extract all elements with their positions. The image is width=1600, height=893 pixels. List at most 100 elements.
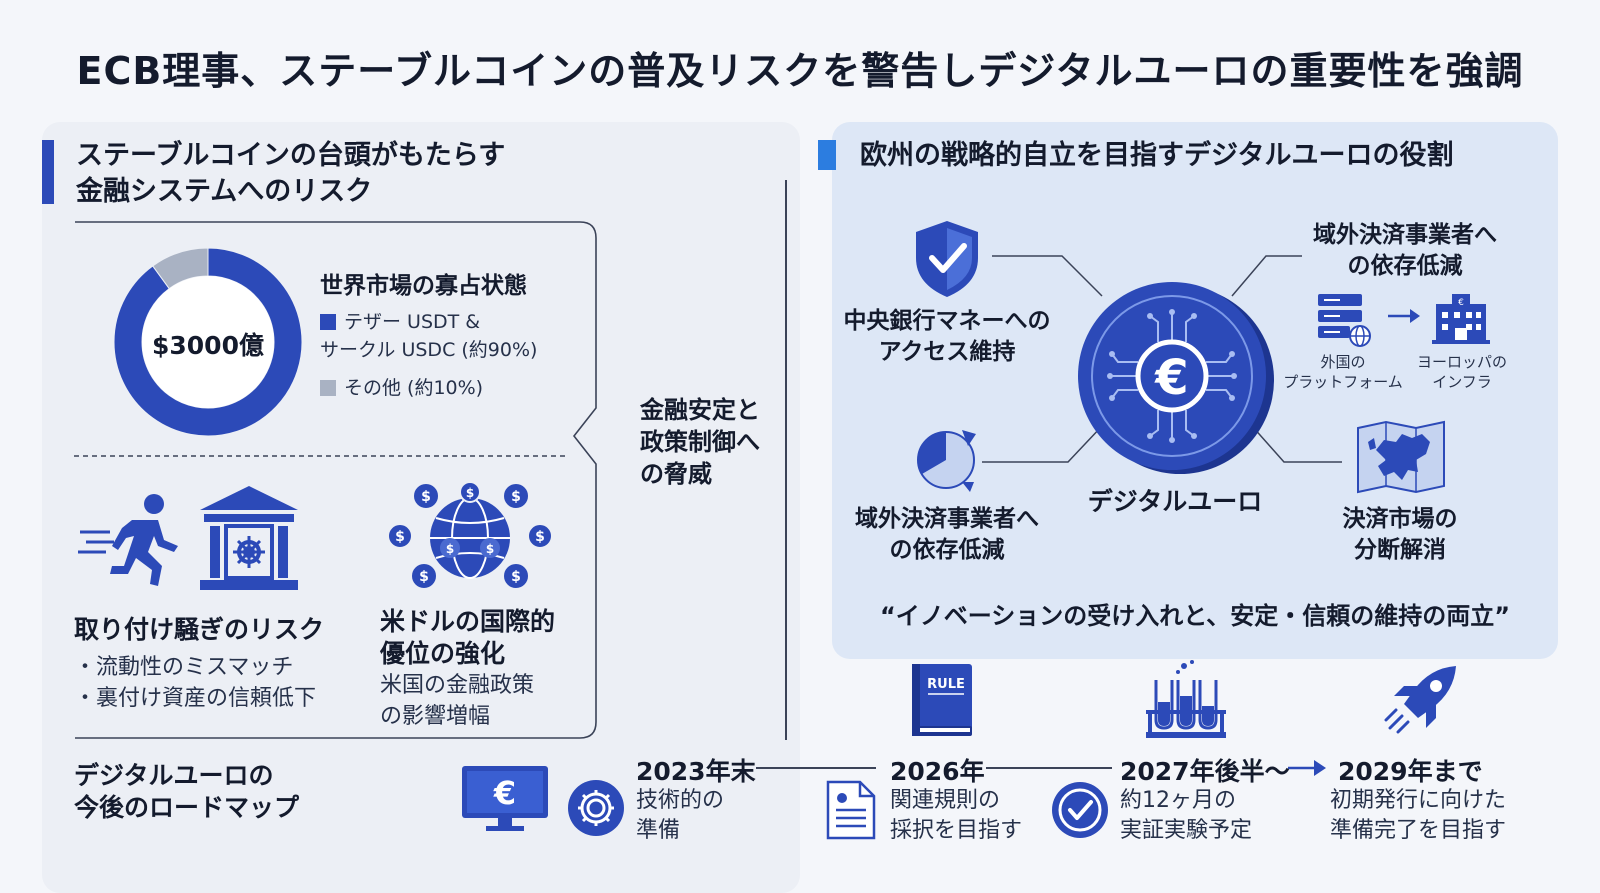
legend-label: その他 (約10%) xyxy=(344,377,484,399)
roadmap-desc: 約12ヶ月の 実証実験予定 xyxy=(1120,786,1252,846)
roadmap-desc-line: 採択を目指す xyxy=(890,818,1023,843)
legend-swatch-other xyxy=(320,380,336,396)
label-line: ヨーロッパの xyxy=(1416,353,1507,371)
roadmap-desc-line: 技術的の xyxy=(636,788,725,813)
roadmap-desc: 初期発行に向けた 準備完了を目指す xyxy=(1330,786,1506,846)
test-tubes-icon xyxy=(1146,660,1226,738)
legend-swatch-major xyxy=(320,314,336,330)
threat-label: 金融安定と 政策制御へ の脅威 xyxy=(640,394,760,490)
coin-label: デジタルユーロ xyxy=(1087,487,1263,516)
bankrun-title: 取り付け騒ぎのリスク xyxy=(74,615,325,644)
left-heading: ステーブルコインの台頭がもたらす 金融システムへのリスク xyxy=(76,138,505,210)
svg-text:€: € xyxy=(1154,350,1188,406)
dollar-desc-line: の影響増幅 xyxy=(380,704,491,729)
dollar-desc: 米国の金融政策 の影響増幅 xyxy=(380,670,534,732)
threat-line: 金融安定と xyxy=(640,396,760,424)
right-heading: 欧州の戦略的自立を目指すデジタルユーロの役割 xyxy=(860,140,1454,171)
monitor-euro-icon: € xyxy=(462,766,548,831)
europe-map-icon xyxy=(1357,420,1445,494)
svg-text:$: $ xyxy=(466,486,474,500)
roadmap-desc-line: 実証実験予定 xyxy=(1120,818,1253,843)
legend-item-other: その他 (約10%) xyxy=(320,374,483,402)
document-icon xyxy=(826,780,876,840)
bank-icon xyxy=(200,486,298,590)
node-line: 域外決済事業者へ xyxy=(855,506,1039,532)
roadmap-desc-line: 初期発行に向けた xyxy=(1330,788,1507,813)
node-dependency-reduction-right: 域外決済事業者へ の依存低減 xyxy=(1290,220,1520,282)
quote-text: “イノベーションの受け入れと、安定・信頼の維持の両立” xyxy=(879,602,1511,630)
bullet-item: ・流動性のミスマッチ xyxy=(74,655,294,680)
market-title: 世界市場の寡占状態 xyxy=(320,273,527,299)
foreign-platform-label: 外国の プラットフォーム xyxy=(1278,352,1408,392)
left-heading-line2: 金融システムへのリスク xyxy=(76,176,373,207)
label-line: プラットフォーム xyxy=(1283,373,1403,391)
rule-book-text: RULE xyxy=(927,677,965,692)
page-title: ECB理事、ステーブルコインの普及リスクを警告しデジタルユーロの重要性を強調 xyxy=(76,49,1524,93)
roadmap-year: 2023年末 xyxy=(636,757,756,786)
dollar-title-line: 米ドルの国際的 xyxy=(380,607,556,636)
svg-text:€: € xyxy=(493,774,516,812)
legend-label: サークル USDC (約90%) xyxy=(320,339,538,361)
svg-text:$: $ xyxy=(421,489,431,505)
svg-text:$: $ xyxy=(446,542,454,556)
roadmap-year: 2029年まで xyxy=(1338,757,1483,786)
node-dependency-reduction-left: 域外決済事業者へ の依存低減 xyxy=(832,504,1062,566)
arrow-right-icon xyxy=(1388,309,1420,323)
server-icon xyxy=(1318,294,1371,347)
node-line: の依存低減 xyxy=(889,537,1005,563)
threat-line: 政策制御へ xyxy=(640,428,760,456)
section-marker xyxy=(818,140,836,170)
roadmap-desc-line: 準備完了を目指す xyxy=(1330,818,1507,843)
shield-check-icon xyxy=(916,221,978,297)
coin-connectors xyxy=(982,255,1342,463)
globe-dollar-icon: $ $ $ $ $ $ $ $ $ xyxy=(387,481,553,590)
bankrun-bullets: ・流動性のミスマッチ ・裏付け資産の信頼低下 xyxy=(74,652,316,714)
roadmap-year: 2027年後半〜 xyxy=(1120,757,1290,786)
section-divider xyxy=(785,180,787,740)
label-line: インフラ xyxy=(1432,373,1492,391)
threat-line: の脅威 xyxy=(640,460,712,488)
node-line: 中央銀行マネーへの xyxy=(843,308,1051,334)
dollar-title-line: 優位の強化 xyxy=(380,639,506,668)
rule-book-icon: RULE xyxy=(912,664,972,736)
svg-text:$: $ xyxy=(419,569,429,585)
risk-bracket xyxy=(74,221,597,739)
roadmap-desc-line: 約12ヶ月の xyxy=(1120,788,1236,813)
roadmap-heading-line: デジタルユーロの xyxy=(74,761,274,790)
timeline-arrow-icon xyxy=(1288,760,1326,776)
node-line: 域外決済事業者へ xyxy=(1313,222,1497,248)
market-donut-chart xyxy=(113,247,303,437)
running-person-icon xyxy=(78,494,178,586)
roadmap-year: 2026年 xyxy=(890,757,985,786)
dollar-desc-line: 米国の金融政策 xyxy=(380,673,535,698)
node-central-bank-access: 中央銀行マネーへの アクセス維持 xyxy=(832,306,1062,368)
building-icon: € xyxy=(1432,294,1490,344)
roadmap-heading: デジタルユーロの 今後のロードマップ xyxy=(74,760,299,824)
roadmap-desc-line: 関連規則の xyxy=(890,788,1001,813)
node-market-fragmentation: 決済市場の 分断解消 xyxy=(1290,504,1510,566)
svg-text:€: € xyxy=(1458,298,1464,308)
roadmap-heading-line: 今後のロードマップ xyxy=(74,793,300,822)
left-heading-line1: ステーブルコインの台頭がもたらす xyxy=(76,140,506,171)
svg-text:$: $ xyxy=(511,489,521,505)
bullet-item: ・裏付け資産の信頼低下 xyxy=(74,686,317,711)
svg-text:$: $ xyxy=(486,542,494,556)
node-line: の依存低減 xyxy=(1347,253,1463,279)
digital-euro-coin-icon: € xyxy=(1078,282,1274,474)
roadmap-desc: 関連規則の 採択を目指す xyxy=(890,786,1022,846)
dollar-title: 米ドルの国際的 優位の強化 xyxy=(380,606,555,670)
gear-icon xyxy=(568,780,624,836)
svg-text:$: $ xyxy=(395,529,405,545)
legend-label: テザー USDT & xyxy=(344,311,481,333)
timeline-line xyxy=(756,767,876,769)
europe-infra-label: ヨーロッパの インフラ xyxy=(1400,352,1524,392)
donut-center-label: $3000億 xyxy=(152,331,264,360)
donut-hole xyxy=(142,276,274,408)
check-circle-icon xyxy=(1052,782,1108,838)
rocket-icon xyxy=(1384,666,1456,734)
node-line: 分断解消 xyxy=(1354,537,1446,563)
svg-text:$: $ xyxy=(535,529,545,545)
pie-cycle-icon xyxy=(917,430,976,492)
label-line: 外国の xyxy=(1320,353,1366,371)
timeline-line xyxy=(986,767,1112,769)
